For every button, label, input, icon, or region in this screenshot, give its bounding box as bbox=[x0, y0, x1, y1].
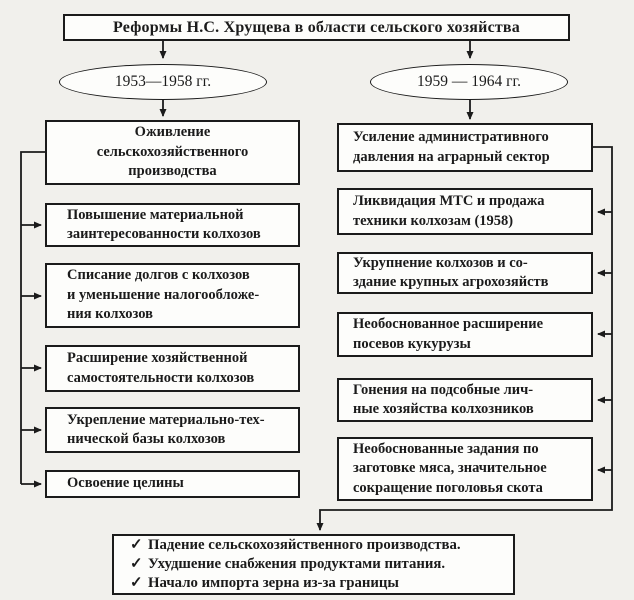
period-left-ellipse: 1953—1958 гг. bbox=[59, 64, 267, 100]
results-item-text: Ухудшение снабжения продуктами питания. bbox=[148, 556, 446, 572]
left-item-box: Укрепление материально-тех- нической баз… bbox=[45, 407, 300, 453]
left-item-box: Списание долгов с колхозов и уменьшение … bbox=[45, 263, 300, 328]
period-right-label: 1959 — 1964 гг. bbox=[417, 73, 521, 90]
right-item-text: Гонения на подсобные лич- ные хозяйства … bbox=[353, 381, 534, 418]
right-header-text: Усиление административного давления на а… bbox=[353, 129, 550, 165]
right-item-box: Ликвидация МТС и продажа техники колхоза… bbox=[337, 188, 593, 235]
left-item-text: Освоение целины bbox=[67, 475, 184, 492]
check-icon: ✓ bbox=[130, 537, 143, 553]
left-item-box: Повышение материальной заинтересованност… bbox=[45, 203, 300, 247]
title-text: Реформы Н.С. Хрущева в области сельского… bbox=[113, 18, 520, 36]
left-item-text: Расширение хозяйственной самостоятельнос… bbox=[67, 350, 255, 386]
right-header-box: Усиление административного давления на а… bbox=[337, 123, 593, 172]
period-right-ellipse: 1959 — 1964 гг. bbox=[370, 64, 568, 100]
results-row: ✓ Начало импорта зерна из-за границы bbox=[130, 574, 507, 593]
left-header-text: Оживление сельскохозяйственного производ… bbox=[96, 124, 249, 180]
results-box: ✓ Падение сельскохозяйственного производ… bbox=[112, 534, 515, 595]
title-box: Реформы Н.С. Хрущева в области сельского… bbox=[63, 14, 570, 41]
left-item-text: Укрепление материально-тех- нической баз… bbox=[67, 411, 265, 448]
right-item-text: Необоснованные задания по заготовке мяса… bbox=[353, 440, 547, 496]
left-item-text: Повышение материальной заинтересованност… bbox=[67, 206, 261, 243]
right-item-text: Ликвидация МТС и продажа техники колхоза… bbox=[353, 193, 545, 229]
results-row: ✓ Падение сельскохозяйственного производ… bbox=[130, 536, 507, 555]
right-item-text: Укрупнение колхозов и со- здание крупных… bbox=[353, 254, 549, 291]
period-left-label: 1953—1958 гг. bbox=[114, 73, 212, 90]
right-item-text: Необоснованное расширение посевов кукуру… bbox=[353, 316, 544, 352]
left-item-text: Списание долгов с колхозов и уменьшение … bbox=[67, 267, 260, 323]
check-icon: ✓ bbox=[130, 556, 143, 572]
right-item-box: Необоснованное расширение посевов кукуру… bbox=[337, 312, 593, 357]
left-spine bbox=[20, 151, 45, 484]
right-item-box: Укрупнение колхозов и со- здание крупных… bbox=[337, 252, 593, 294]
results-item-text: Начало импорта зерна из-за границы bbox=[148, 575, 399, 591]
results-row: ✓ Ухудшение снабжения продуктами питания… bbox=[130, 555, 507, 574]
right-item-box: Необоснованные задания по заготовке мяса… bbox=[337, 437, 593, 501]
right-item-box: Гонения на подсобные лич- ные хозяйства … bbox=[337, 378, 593, 422]
left-header-box: Оживление сельскохозяйственного производ… bbox=[45, 120, 300, 185]
check-icon: ✓ bbox=[130, 575, 143, 591]
left-item-box: Освоение целины bbox=[45, 470, 300, 498]
results-item-text: Падение сельскохозяйственного производст… bbox=[148, 537, 461, 553]
left-item-box: Расширение хозяйственной самостоятельнос… bbox=[45, 345, 300, 392]
